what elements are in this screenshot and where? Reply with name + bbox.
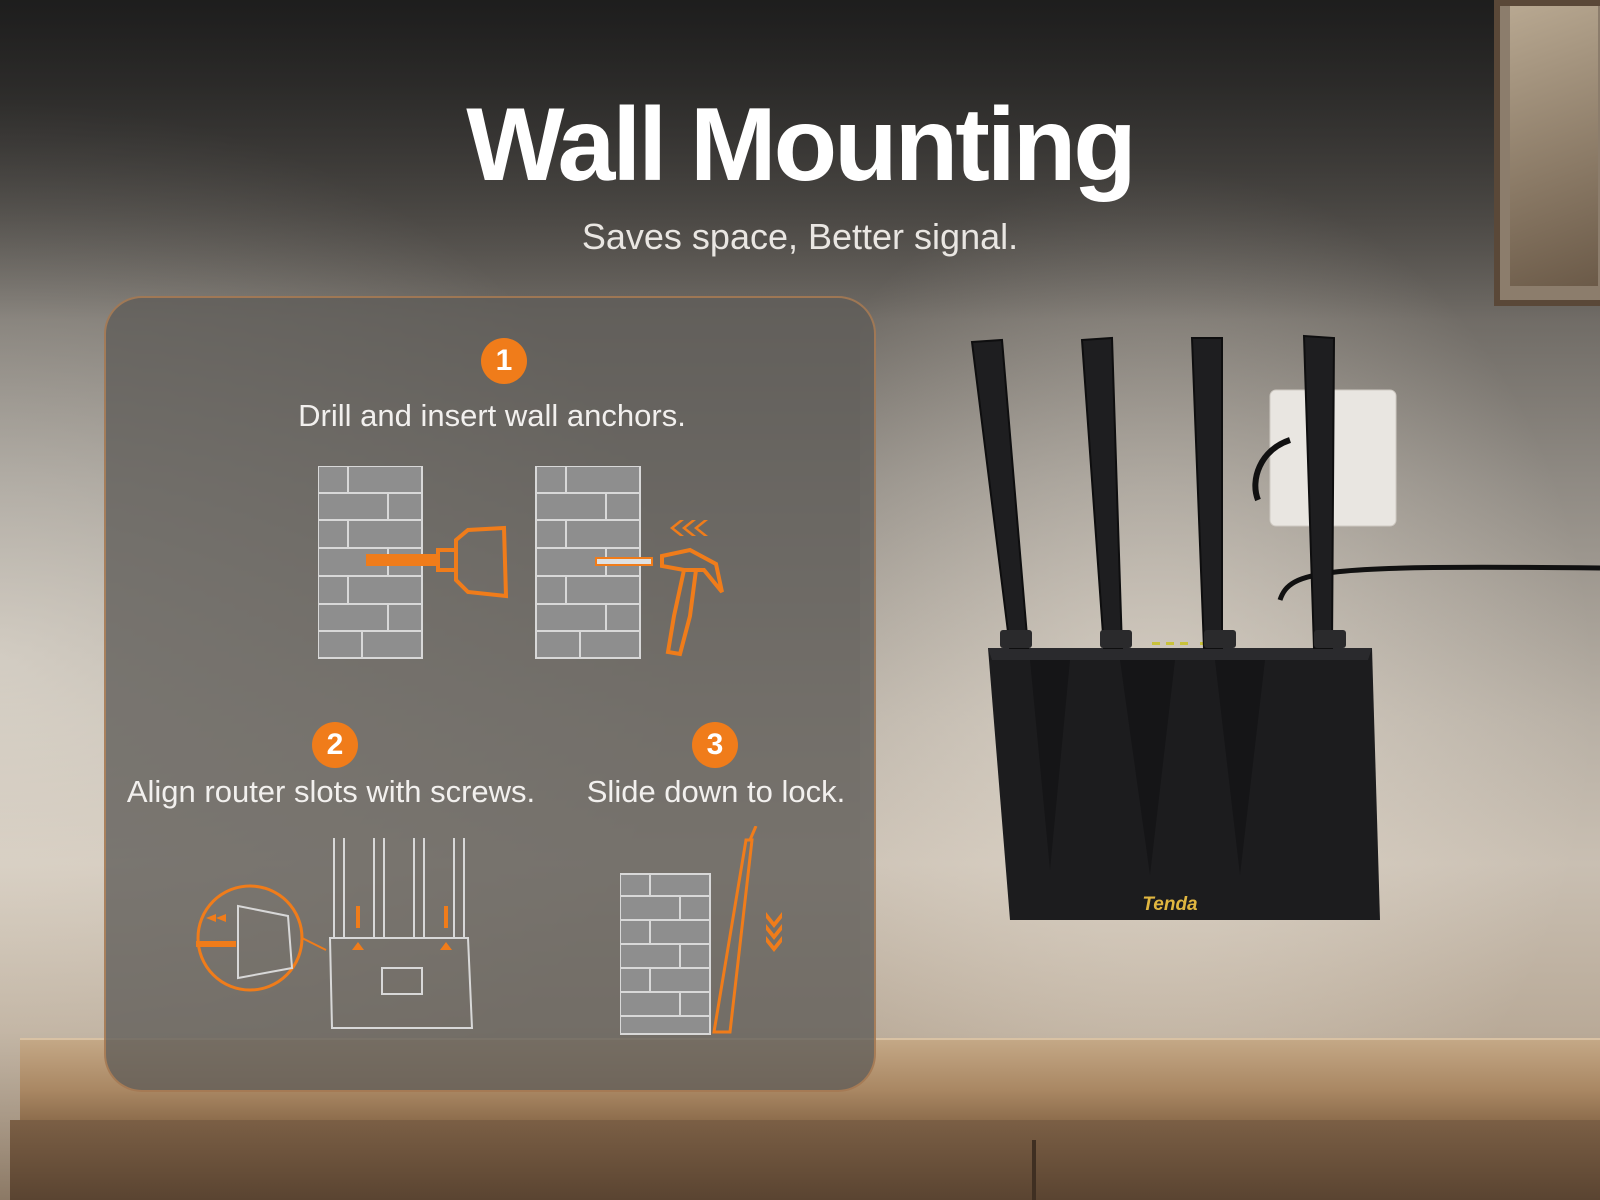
shelf-front (10, 1120, 1600, 1200)
page-subtitle: Saves space, Better signal. (581, 216, 1019, 257)
page-title: Wall Mounting (466, 87, 1137, 203)
screw-icons (352, 906, 452, 950)
top-shadow (0, 0, 1600, 320)
instructions-panel: 1 Drill and insert wall anchors. (104, 296, 876, 1092)
zoom-circle-icon (196, 884, 304, 992)
router-side-icon (712, 826, 758, 1034)
brick-wall-3 (620, 873, 711, 1035)
drill-illustration (318, 466, 724, 659)
anchor-icon (595, 557, 653, 566)
step-2-label: Align router slots with screws. (126, 774, 536, 809)
hammer-icon (660, 547, 724, 657)
arrow-down-icon (766, 912, 782, 952)
step-2-badge: 2 (312, 722, 358, 768)
arrow-left-icon (670, 520, 708, 536)
router-body (988, 648, 1380, 920)
router-illustration: Tenda (970, 334, 1600, 920)
drill-icon (366, 525, 509, 599)
router-outline-icon (328, 838, 474, 1029)
step-3-label: Slide down to lock. (586, 774, 846, 809)
step-3-badge: 3 (692, 722, 738, 768)
step-1-label: Drill and insert wall anchors. (298, 398, 686, 433)
shelf-gap (1032, 1140, 1036, 1200)
step-1-badge: 1 (481, 338, 527, 384)
picture-frame (1494, 0, 1600, 306)
brand-logo: Tenda (1142, 894, 1198, 915)
slide-lock-illustration (620, 826, 782, 1035)
align-router-illustration (196, 838, 474, 1029)
status-leds (1152, 642, 1208, 645)
